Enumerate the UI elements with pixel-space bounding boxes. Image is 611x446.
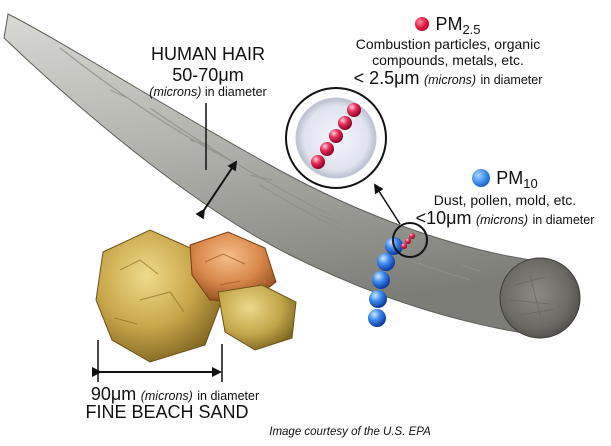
pm25-description-2: compounds, metals, etc. — [372, 52, 524, 69]
hair-size-note: (microns) in diameter — [149, 85, 267, 100]
hair-size: 50-70μm — [172, 64, 244, 85]
pm25-size: < 2.5μm (microns) in diameter — [353, 68, 543, 89]
pm25-title: PM2.5 — [435, 14, 481, 37]
sand-size-label: 90μm (microns) in diameter — [70, 384, 280, 405]
image-credit: Image courtesy of the U.S. EPA — [269, 426, 431, 438]
hair-title: HUMAN HAIR — [150, 44, 265, 64]
pm25-magnifier — [285, 87, 428, 258]
hair-diameter-indicator — [195, 103, 238, 220]
pm25-dot-icon — [415, 17, 430, 32]
pm25-label: PM2.5 Combustion particles, organic comp… — [330, 14, 566, 90]
pm10-particles — [368, 237, 403, 327]
pm10-dot-icon — [472, 169, 491, 188]
sand-title: FINE BEACH SAND — [85, 402, 249, 422]
sand-size: 90μm (microns) in diameter — [90, 384, 260, 404]
human-hair-strand — [3, 13, 581, 339]
pm10-size: <10μm (microns) in diameter — [415, 208, 595, 229]
sand-grains — [95, 229, 297, 363]
pm25-description-1: Combustion particles, organic — [355, 36, 541, 53]
human-hair-label: HUMAN HAIR 50-70μm (microns) in diameter — [118, 44, 298, 100]
pm10-label: PM10 Dust, pollen, mold, etc. <10μm (mic… — [400, 168, 610, 230]
sand-diameter-indicator — [92, 340, 223, 382]
pm10-title: PM10 — [496, 168, 538, 191]
pm10-description: Dust, pollen, mold, etc. — [433, 192, 577, 209]
